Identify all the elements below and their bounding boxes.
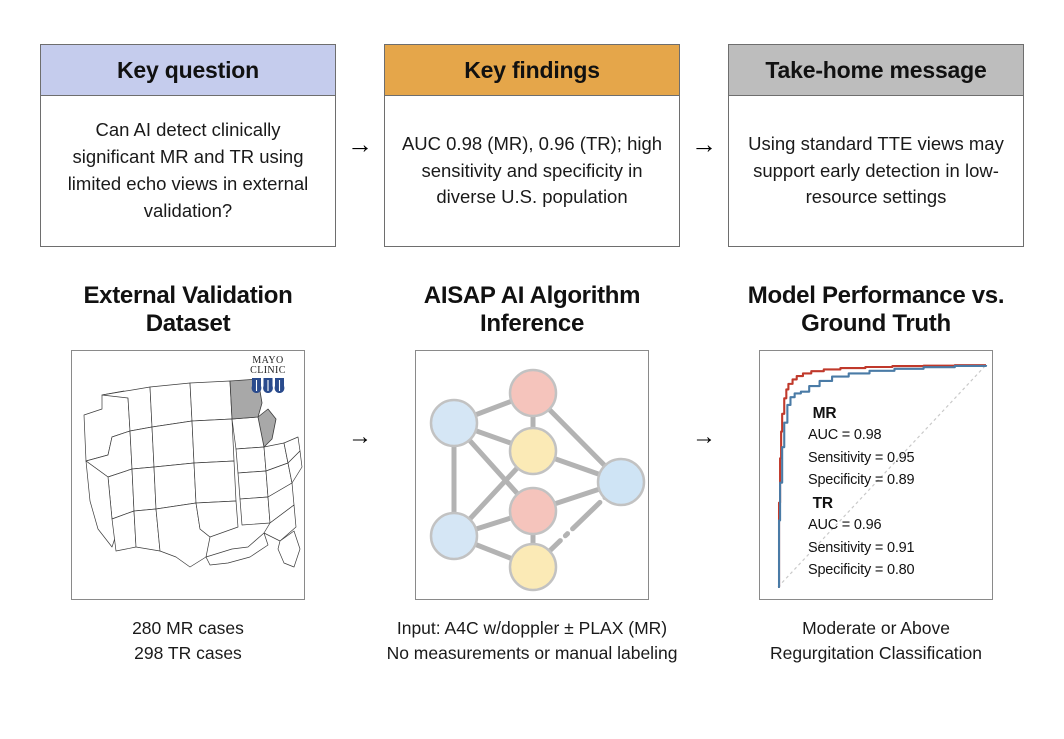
card-take-home-message: Take-home message Using standard TTE vie… — [728, 44, 1024, 247]
card-key-question-body: Can AI detect clinically significant MR … — [67, 119, 309, 221]
card-key-question: Key question Can AI detect clinically si… — [40, 44, 336, 247]
network-nodes — [429, 368, 646, 592]
panel-external-validation-dataset: External Validation Dataset — [40, 282, 336, 667]
arrow-right-icon: → — [348, 423, 372, 450]
caption-dataset: 280 MR cases 298 TR cases — [132, 616, 244, 667]
caption-inference: Input: A4C w/doppler ± PLAX (MR) No meas… — [387, 616, 678, 667]
roc-annotation-5: AUC = 0.96 — [807, 517, 882, 534]
card-key-findings: Key findings AUC 0.98 (MR), 0.96 (TR); h… — [384, 44, 680, 247]
arrow-right-icon: → — [347, 129, 373, 159]
card-key-findings-header: Key findings — [385, 45, 679, 96]
card-key-findings-body: AUC 0.98 (MR), 0.96 (TR); high sensitivi… — [401, 132, 663, 208]
caption-inference-line1: Input: A4C w/doppler ± PLAX (MR) — [396, 618, 668, 638]
roc-curve-svg — [777, 364, 988, 589]
arrow-4: → — [680, 282, 728, 592]
node-mid-yellow — [508, 426, 558, 476]
card-take-home-message-body: Using standard TTE views may support ear… — [748, 132, 1004, 208]
panel-title-inference: AISAP AI Algorithm Inference — [423, 282, 641, 338]
summary-cards-row: Key question Can AI detect clinically si… — [0, 44, 1064, 252]
arrow-1: → — [336, 44, 384, 244]
roc-reference-diagonal — [777, 364, 987, 588]
panel-model-performance: Model Performance vs. Ground Truth MR AUC… — [728, 282, 1024, 667]
caption-performance: Moderate or Above Regurgitation Classifi… — [770, 616, 982, 667]
arrow-3: → — [336, 282, 384, 592]
figure-panels-row: External Validation Dataset — [0, 282, 1064, 667]
node-right-blue — [596, 457, 646, 507]
caption-performance-line1: Moderate or Above — [802, 618, 950, 638]
roc-annotation-4: TR — [812, 494, 833, 512]
node-center-red — [508, 486, 558, 536]
arrow-right-icon: → — [692, 423, 716, 450]
arrow-right-icon: → — [691, 129, 717, 159]
mayo-clinic-logo: MAYO CLINIC — [239, 355, 297, 394]
node-left-blue — [429, 398, 479, 448]
roc-annotation-1: AUC = 0.98 — [807, 427, 882, 444]
neural-network-figure — [415, 350, 649, 600]
caption-dataset-line2: 298 TR cases — [134, 643, 242, 664]
card-key-question-header: Key question — [41, 45, 335, 96]
arrow-2: → — [680, 44, 728, 244]
neural-network-svg — [429, 368, 646, 592]
mayo-logo-line2: CLINIC — [250, 365, 286, 377]
roc-annotation-2: Sensitivity = 0.95 — [807, 449, 915, 466]
caption-performance-line2: Regurgitation Classification — [769, 643, 983, 664]
panel-title-performance: Model Performance vs. Ground Truth — [747, 282, 1005, 338]
roc-curve-mr — [777, 364, 988, 589]
roc-annotation-6: Sensitivity = 0.91 — [807, 539, 915, 556]
roc-annotation-3: Specificity = 0.89 — [807, 472, 915, 489]
roc-annotation-0: MR — [812, 404, 837, 422]
panel-title-dataset: External Validation Dataset — [83, 282, 293, 338]
us-map-figure: MAYO CLINIC — [71, 350, 305, 600]
roc-curve-tr — [777, 364, 988, 589]
network-edges — [451, 390, 624, 570]
state-wisconsin — [257, 408, 277, 448]
caption-dataset-line1: 280 MR cases — [132, 618, 244, 638]
roc-annotation-7: Specificity = 0.80 — [807, 562, 915, 579]
us-map-svg — [83, 378, 303, 568]
panel-aisap-inference: AISAP AI Algorithm Inference — [384, 282, 680, 667]
mayo-logo-line1: MAYO — [252, 355, 284, 366]
card-take-home-message-header: Take-home message — [729, 45, 1023, 96]
node-bottom-yellow — [508, 542, 558, 592]
node-top-red — [508, 368, 558, 418]
node-lower-blue — [429, 511, 479, 561]
mayo-shield-icon — [251, 378, 285, 394]
caption-inference-line2: No measurements or manual labeling — [386, 643, 678, 664]
